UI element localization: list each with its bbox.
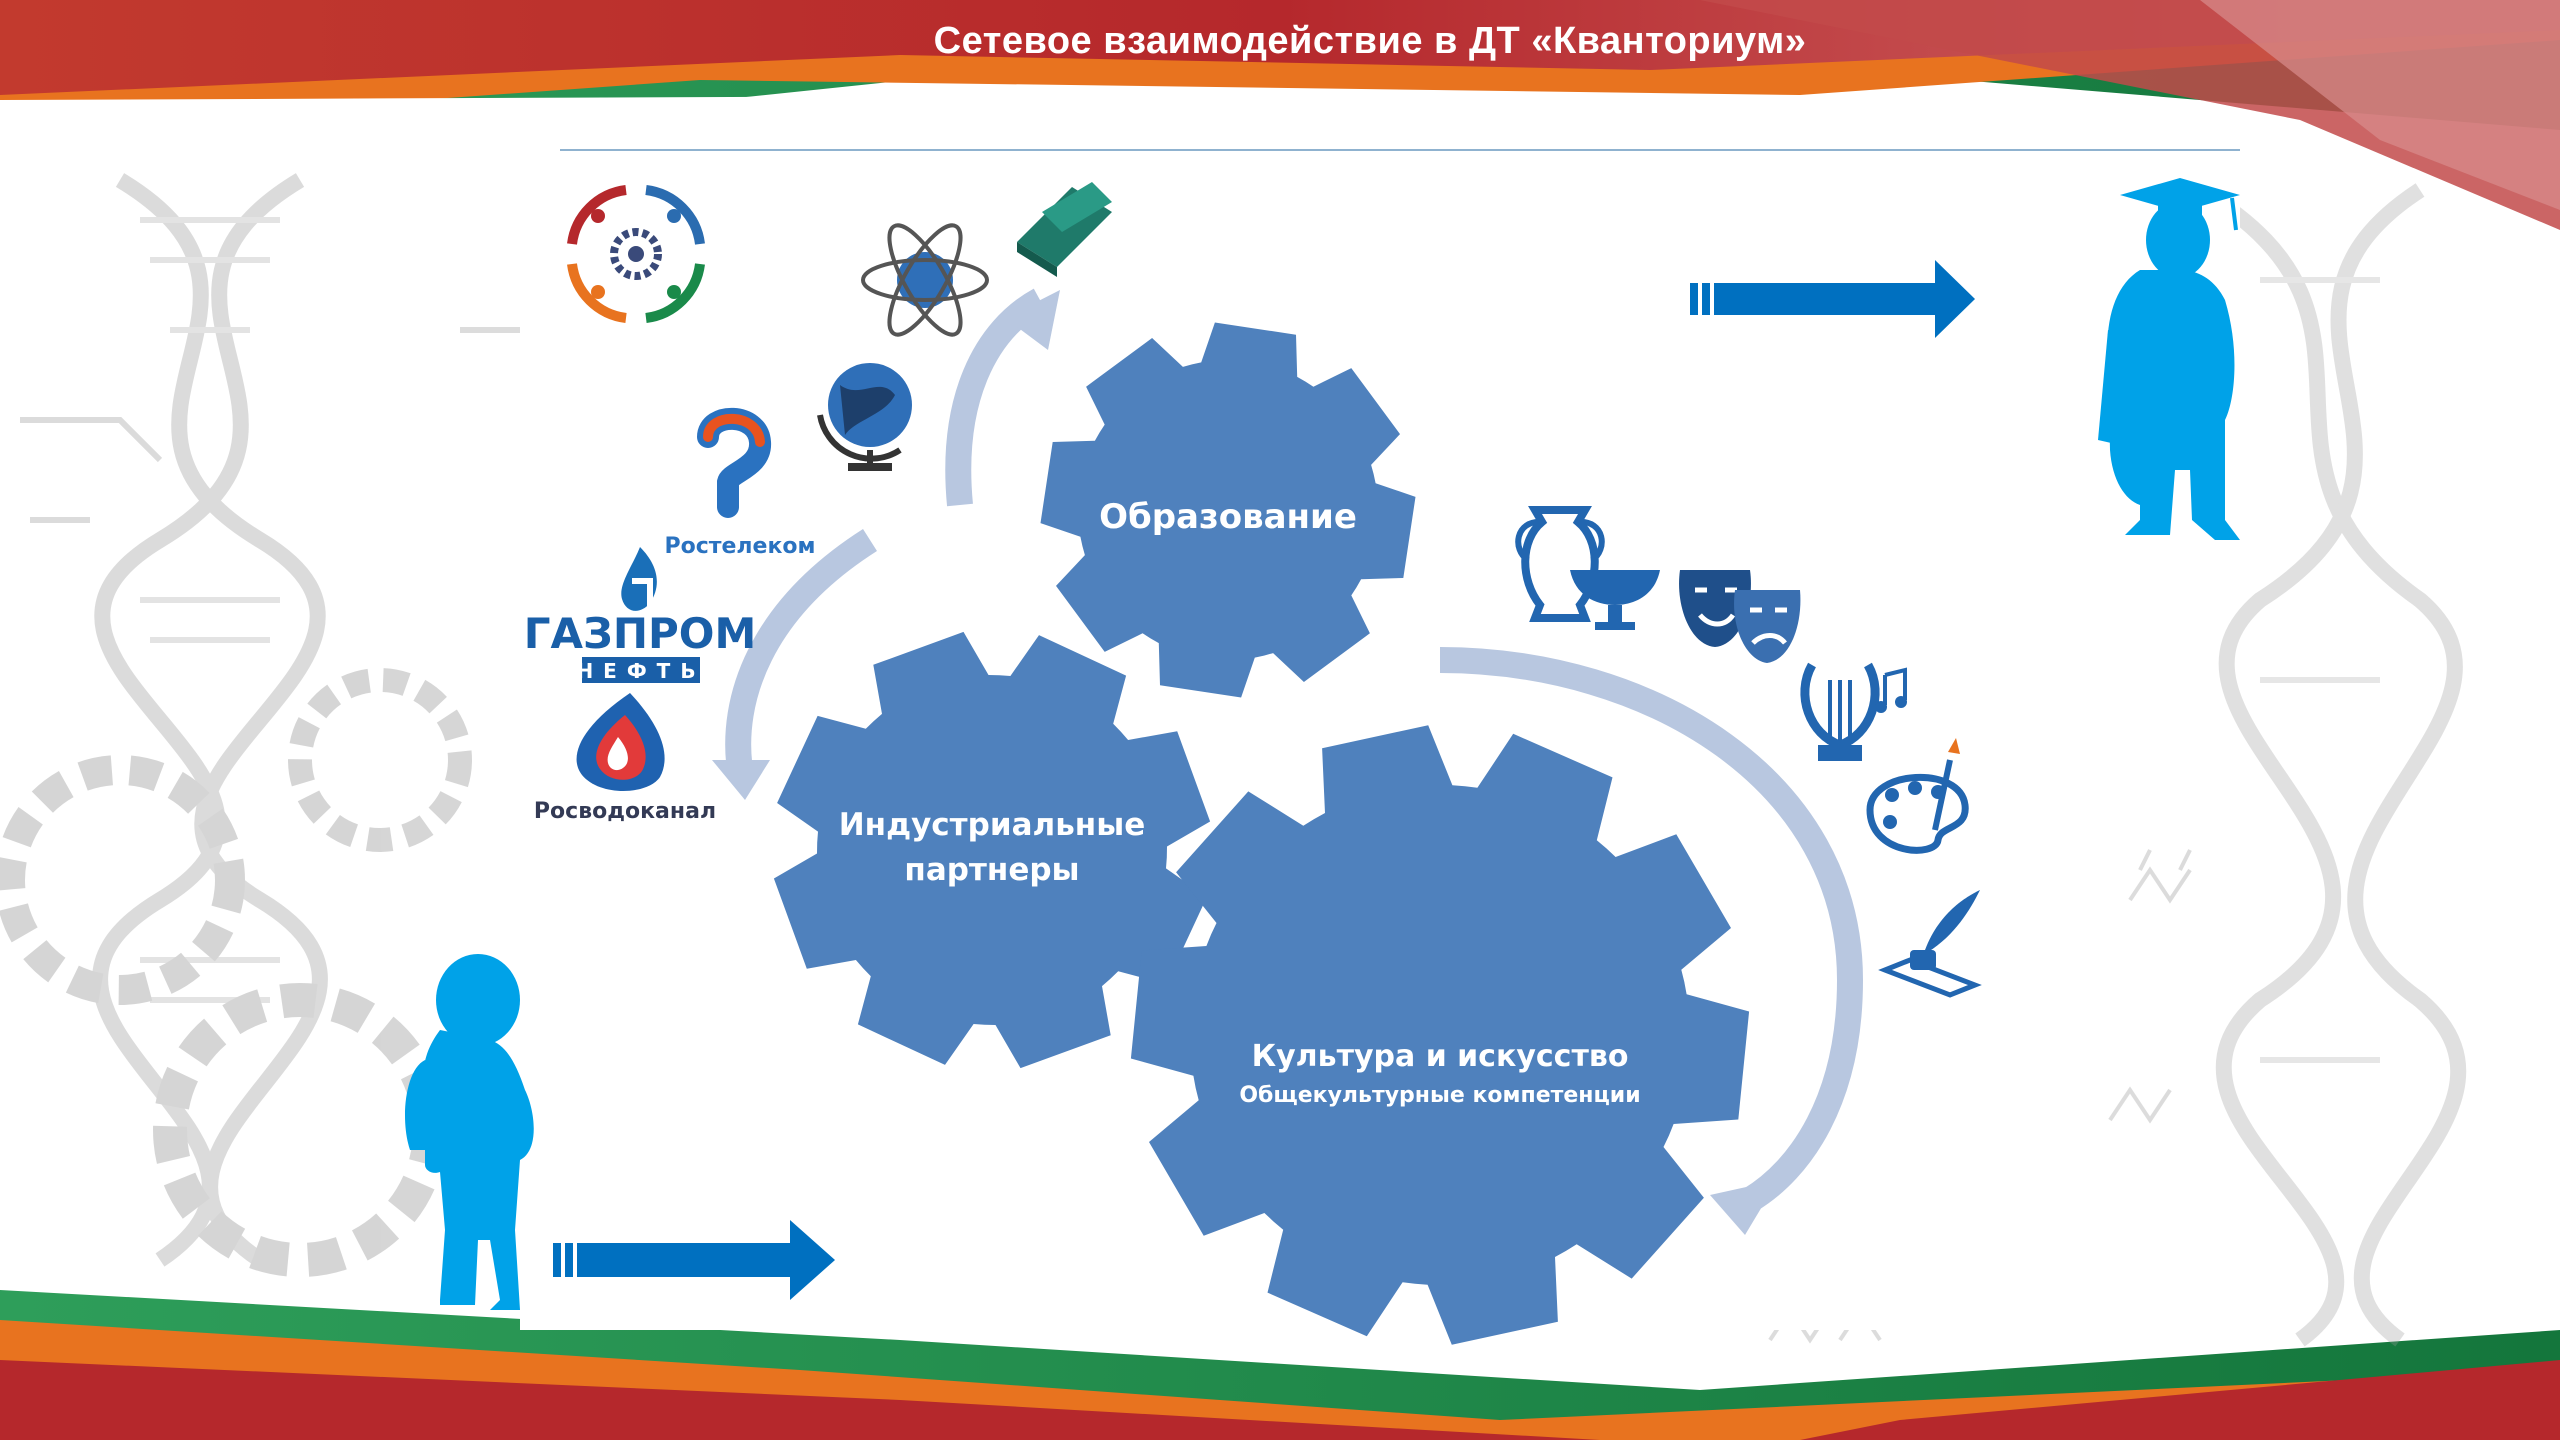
gear-industrial [773,631,1211,1069]
cycle-arrow-right [1439,647,1864,1212]
gazprom-label-line1: ГАЗПРОМ [524,609,757,658]
gazprom-label-line2: НЕФТЬ [576,659,705,683]
book-icon [1017,182,1112,277]
graduate-silhouette-icon [2098,178,2240,540]
arrow-top [1690,260,1975,338]
amphora-icon [1515,506,1660,630]
cycle-arrowhead-left [712,760,770,800]
rostelecom-logo [697,407,771,518]
rosvodokanal-logo [576,693,665,791]
gear-education-shape [1040,322,1416,698]
gear-culture [1130,725,1750,1345]
right-dna-decor [1768,183,2467,1347]
palette-icon [1866,738,1969,854]
bottom-red-band [0,1360,1600,1440]
atom-icon [861,223,989,337]
lyre-icon [1800,662,1907,761]
gear-label-culture-subtitle: Общекультурные компетенции [1239,1083,1640,1108]
gazprom-logo [621,547,657,611]
gear-culture-shape [1130,725,1750,1345]
rosvodokanal-label: Росводоканал [534,799,716,824]
rostelecom-label: Ростелеком [664,534,815,559]
arrow-bottom [553,1220,835,1300]
kvantorium-logo-icon [567,185,705,323]
cycle-arrowhead-right [1710,1180,1778,1235]
globe-icon [817,363,912,471]
cycle-arrowhead-top [1005,290,1060,350]
gear-label-culture-title: Культура и искусство [1252,1039,1629,1074]
cycle-arrow-left [725,529,877,772]
child-silhouette-icon [405,954,534,1310]
quill-icon [1878,890,1982,998]
gear-industrial-shape [773,631,1211,1069]
slide-title: Сетевое взаимодействие в ДТ «Кванториум» [933,20,1807,62]
gear-education [1040,322,1416,698]
left-dna-decor [0,173,520,1277]
theater-masks-icon [1679,570,1801,663]
gear-label-education: Образование [1099,497,1357,537]
gear-label-industrial-line1: Индустриальные [839,807,1146,843]
gear-label-industrial-line2: партнеры [904,852,1079,888]
